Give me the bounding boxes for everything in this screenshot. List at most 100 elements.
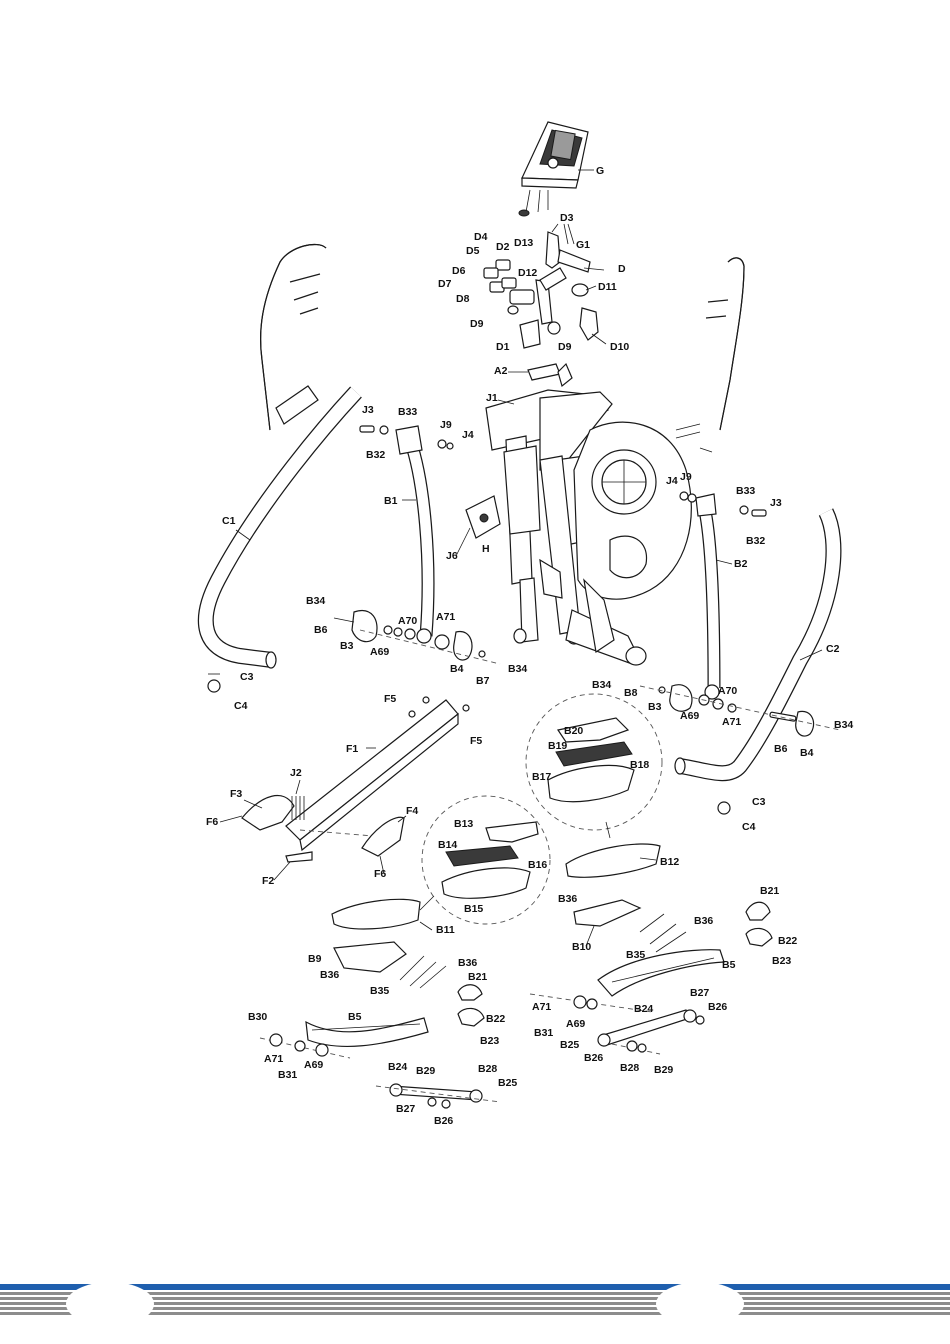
label-b22a: B22 (778, 935, 797, 947)
label-b21a: B21 (760, 885, 779, 897)
label-b28a: B28 (620, 1062, 639, 1074)
label-b8: B8 (624, 687, 638, 699)
label-d10: D10 (610, 341, 629, 353)
label-b27a: B27 (690, 987, 709, 999)
label-b31b: B31 (278, 1069, 297, 1081)
label-j1: J1 (486, 392, 498, 404)
right-upper-handle (675, 257, 745, 453)
label-b6b: B6 (774, 743, 788, 755)
label-b10: B10 (572, 941, 591, 953)
label-f1: F1 (346, 743, 358, 755)
lower-handle-c1 (197, 386, 362, 693)
label-c4a: C4 (234, 700, 248, 712)
label-f6b: F6 (374, 868, 386, 880)
label-b34a: B34 (306, 595, 325, 607)
link-rod-left (259, 1033, 501, 1109)
label-d5: D5 (466, 245, 480, 257)
label-b35a: B35 (626, 949, 645, 961)
label-g1: G1 (576, 239, 590, 251)
label-b20: B20 (564, 725, 583, 737)
label-d11: D11 (598, 281, 617, 293)
label-b15: B15 (464, 903, 483, 915)
label-d1: D1 (496, 341, 510, 353)
label-b14: B14 (438, 839, 457, 851)
label-f5b: F5 (470, 735, 482, 747)
label-b25a: B25 (560, 1039, 579, 1051)
label-c3a: C3 (240, 671, 254, 683)
label-d9a: D9 (470, 318, 484, 330)
footer-oval (66, 1284, 154, 1326)
footer-stripe (0, 1302, 950, 1305)
label-c1: C1 (222, 515, 236, 527)
label-b32b: B32 (746, 535, 765, 547)
pedal-arm-b5-right (597, 949, 725, 997)
label-b26a: B26 (708, 1001, 727, 1013)
label-b12: B12 (660, 856, 679, 868)
label-j9a: J9 (440, 419, 452, 431)
label-b36d: B36 (320, 969, 339, 981)
label-j2: J2 (290, 767, 302, 779)
label-f6a: F6 (206, 816, 218, 828)
label-b18: B18 (630, 759, 649, 771)
label-b36c: B36 (458, 957, 477, 969)
label-b5a: B5 (722, 959, 736, 971)
label-b24b: B24 (388, 1061, 407, 1073)
handlebar-post-d (483, 231, 599, 349)
label-b28b: B28 (478, 1063, 497, 1075)
label-d6: D6 (452, 265, 466, 277)
label-j3b: J3 (770, 497, 782, 509)
label-b30: B30 (248, 1011, 267, 1023)
label-b5b: B5 (348, 1011, 362, 1023)
label-a71b: A71 (722, 716, 741, 728)
label-b3b: B3 (648, 701, 662, 713)
label-b35b: B35 (370, 985, 389, 997)
clamps-right (745, 901, 773, 947)
hardware-stack-right (639, 491, 841, 737)
label-b4a: B4 (450, 663, 464, 675)
label-b1: B1 (384, 495, 398, 507)
label-b23b: B23 (480, 1035, 499, 1047)
clamps-left (457, 984, 485, 1027)
label-b26b: B26 (584, 1052, 603, 1064)
label-b34b: B34 (508, 663, 527, 675)
part-labels: G D3 G1 D4 D2 D13 D5 D6 D12 D D7 D11 D8 … (206, 165, 853, 1127)
leader-lines (219, 169, 823, 947)
label-c3b: C3 (752, 796, 766, 808)
label-c4b: C4 (742, 821, 756, 833)
label-b4b: B4 (800, 747, 814, 759)
main-frame (485, 389, 692, 666)
pedal-detail-right (525, 693, 663, 878)
link-rod-right (529, 993, 705, 1055)
label-b29b: B29 (416, 1065, 435, 1077)
label-a69c: A69 (566, 1018, 585, 1030)
footer-stripes (0, 1284, 950, 1326)
label-b19: B19 (548, 740, 567, 752)
label-b25b: B25 (498, 1077, 517, 1089)
label-b36a: B36 (558, 893, 577, 905)
label-d2: D2 (496, 241, 510, 253)
label-b33a: B33 (398, 406, 417, 418)
label-a69b: A69 (680, 710, 699, 722)
label-b2: B2 (734, 558, 748, 570)
label-d3: D3 (560, 212, 574, 224)
label-b24a: B24 (634, 1003, 653, 1015)
label-b13: B13 (454, 818, 473, 830)
footer-stripe (0, 1297, 950, 1300)
label-a71a: A71 (436, 611, 455, 623)
label-j3a: J3 (362, 404, 374, 416)
rail-f1 (241, 696, 470, 863)
bracket-a2 (527, 362, 573, 388)
left-upper-handle (260, 243, 327, 431)
label-b34d: B34 (834, 719, 853, 731)
label-d4: D4 (474, 231, 488, 243)
label-h: H (482, 543, 490, 555)
bracket-h (465, 495, 501, 539)
label-b26c: B26 (434, 1115, 453, 1127)
label-b33b: B33 (736, 485, 755, 497)
footer-stripe (0, 1284, 950, 1290)
label-b29a: B29 (654, 1064, 673, 1076)
label-b32a: B32 (366, 449, 385, 461)
pedal-arm-b2 (695, 493, 721, 700)
label-d12: D12 (518, 267, 537, 279)
